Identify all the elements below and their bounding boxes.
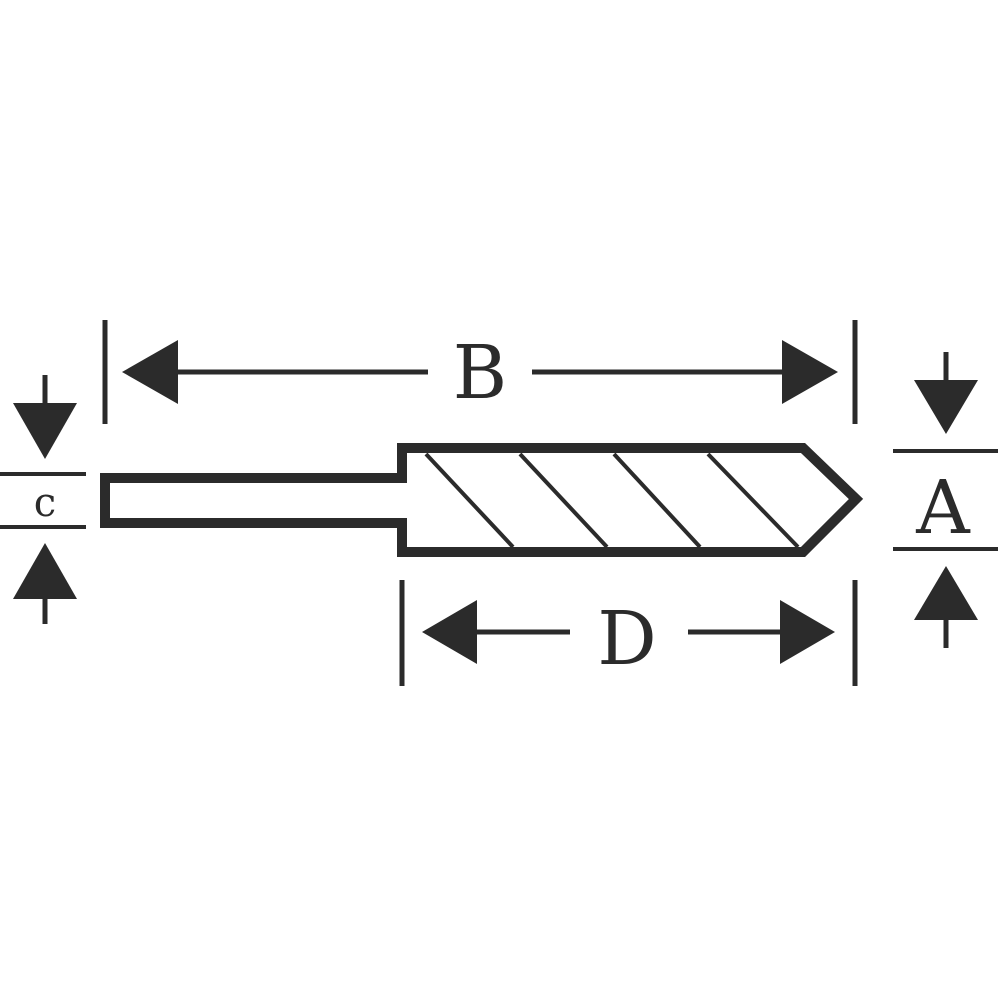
flute-line-3	[612, 452, 702, 549]
arrowhead-a-top	[914, 380, 978, 434]
arrowhead-b-right	[782, 340, 838, 404]
flute-line-1	[424, 452, 515, 549]
dimension-a: A	[893, 352, 998, 648]
drill-bit-outline	[100, 443, 864, 557]
dimension-d: D	[399, 580, 858, 686]
label-b: B	[453, 330, 507, 416]
dimension-c: c	[0, 375, 86, 624]
dimension-b: B	[102, 320, 858, 424]
label-a: A	[915, 465, 971, 551]
arrowhead-b-left	[122, 340, 178, 404]
arrowhead-c-bottom	[13, 543, 77, 599]
label-c: c	[34, 480, 56, 526]
drill-bit	[100, 443, 864, 557]
arrowhead-d-right	[780, 600, 835, 664]
flute-line-2	[518, 452, 609, 549]
label-d: D	[597, 596, 656, 682]
arrowhead-c-top	[13, 403, 77, 459]
arrowhead-a-bottom	[914, 566, 978, 620]
flute-line-4	[706, 452, 800, 549]
arrowhead-d-left	[422, 600, 477, 664]
